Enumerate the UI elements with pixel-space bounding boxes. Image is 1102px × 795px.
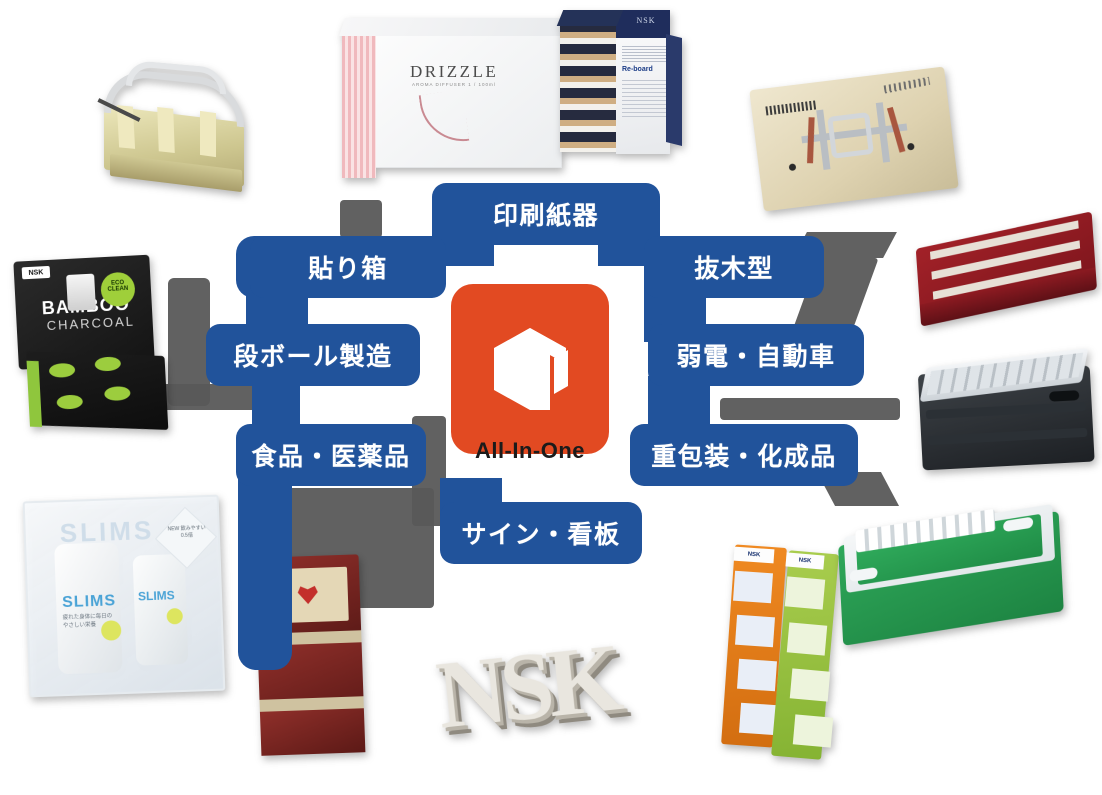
product-nsk-sample-box: NSK Re-board: [556, 6, 688, 166]
product-black-crate: [917, 346, 1095, 481]
product-wooden-die-board: [749, 66, 959, 212]
heart-display-body-2: [259, 708, 366, 756]
category-label: サイン・看板: [461, 521, 621, 549]
slims-bottle-small-label: SLIMS: [137, 588, 175, 604]
slims-new-badge-text: NEW 飲みやすい 0.5倍: [167, 525, 206, 539]
category-label: 貼り箱: [308, 255, 388, 283]
category-label: 食品・医薬品: [251, 443, 411, 471]
rack-orange-slot-1: [732, 570, 774, 604]
category-label: 重包装・化成品: [651, 443, 837, 471]
center-caption: All-In-One: [474, 438, 586, 463]
nsk-box-spec-lines: [622, 46, 666, 62]
rack-green-slot-3: [789, 668, 831, 702]
product-green-plastic-tray: [836, 500, 1083, 660]
ring-segment-left-down: [238, 470, 292, 670]
category-set-up-boxes[interactable]: 貼り箱: [250, 236, 446, 298]
nsk-box-brand: NSK: [636, 16, 656, 25]
product-bamboo-charcoal-display: NSK BAMBOO CHARCOAL ECO CLEAN: [3, 254, 172, 444]
rack-green-slot-1: [784, 576, 826, 610]
company-logo[interactable]: [451, 284, 609, 454]
drizzle-box-top: [339, 18, 567, 36]
bamboo-tube-graphic: [66, 273, 96, 311]
product-slims-supplement-pack: SLIMS SLIMS 疲れた身体に毎日の やさしい栄養 SLIMS NEW 飲…: [22, 494, 226, 698]
nsk-box-product-name: Re-board: [622, 66, 653, 73]
nsk-box-spec-lines-2: [622, 80, 666, 120]
category-label: 印刷紙器: [492, 202, 599, 230]
product-red-pallet: [915, 211, 1099, 332]
category-label: 弱電・自動車: [676, 343, 836, 371]
nsk-box-board-stack: [560, 22, 618, 152]
category-electronics-automotive[interactable]: 弱電・自動車: [648, 324, 864, 386]
category-corrugated-manufacturing[interactable]: 段ボール製造: [206, 324, 420, 386]
drizzle-box-side: [342, 30, 376, 178]
rack-orange-slot-3: [736, 658, 778, 692]
nsk-box-lid: [556, 10, 624, 26]
rack-orange-header: NSK: [733, 546, 775, 564]
nsk-box-top-band: [616, 10, 670, 38]
drizzle-box-front: [372, 18, 562, 168]
drizzle-brand-text: DRIZZLE: [410, 62, 499, 81]
category-signs-signboards[interactable]: サイン・看板: [440, 502, 642, 564]
bamboo-nsk-logo: NSK: [21, 265, 51, 280]
nsk-letters-text: NSK: [431, 623, 622, 749]
category-wooden-cutting-dies[interactable]: 抜木型: [644, 236, 824, 298]
die-board-cutout: [798, 100, 911, 172]
category-food-pharmaceuticals[interactable]: 食品・医薬品: [236, 424, 426, 486]
category-label: 抜木型: [694, 255, 774, 283]
nsk-box-side: [666, 34, 682, 146]
rack-green-slot-4: [792, 714, 834, 748]
decor-shape-right-lower: [720, 398, 900, 420]
product-drizzle-gift-box: DRIZZLE AROMA DIFFUSER 1 / 100ml: [336, 8, 636, 183]
bamboo-eco-badge-text: ECO CLEAN: [107, 280, 129, 293]
product-nsk-3d-letters: NSK: [431, 610, 671, 749]
category-label: 段ボール製造: [233, 343, 393, 371]
slims-bottle-large-label: SLIMS: [61, 592, 117, 612]
decor-shape-left-top: [340, 200, 382, 238]
rack-orange-slot-2: [734, 614, 776, 648]
rack-green-slot-2: [786, 622, 828, 656]
cube-box-icon: [494, 328, 568, 410]
drizzle-subtitle: AROMA DIFFUSER 1 / 100ml: [412, 82, 496, 87]
category-printed-paper-containers[interactable]: 印刷紙器: [432, 183, 660, 245]
crate-handle: [1048, 390, 1080, 402]
product-cutting-die-assembly: [96, 59, 256, 193]
category-heavy-packaging-chemical[interactable]: 重包装・化成品: [630, 424, 858, 486]
